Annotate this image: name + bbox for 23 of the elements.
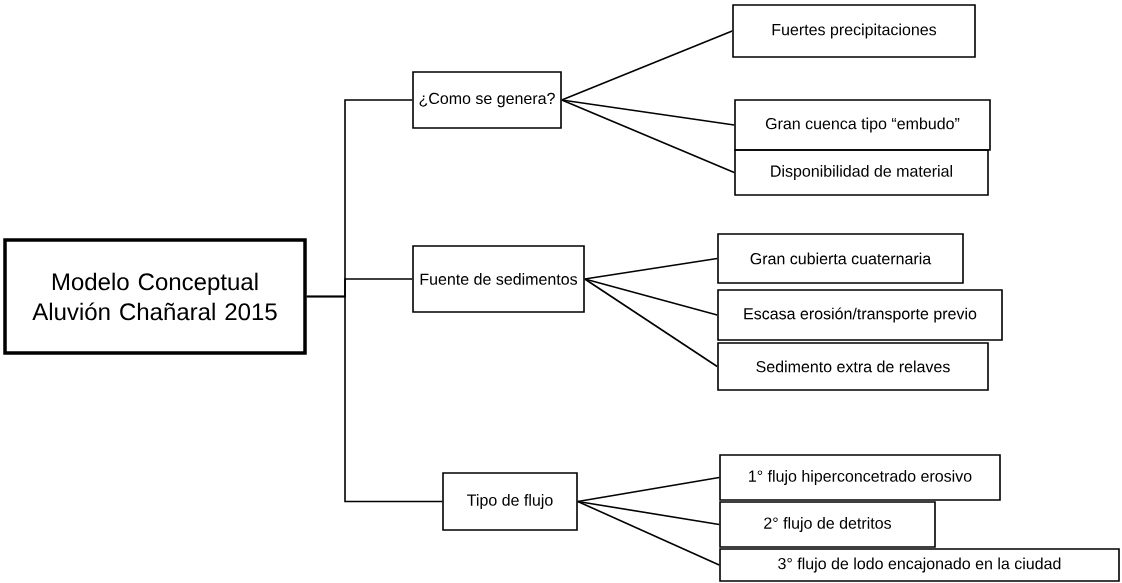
connector-line bbox=[561, 99, 735, 126]
connector-line bbox=[584, 257, 718, 280]
connector-line bbox=[305, 295, 443, 503]
item-box: Disponibilidad de material bbox=[734, 149, 989, 196]
item-box: 2° flujo de detritos bbox=[719, 501, 936, 548]
connector-line bbox=[577, 500, 720, 526]
topic-box: ¿Como se genera? bbox=[412, 71, 562, 129]
item-box: Escasa erosión/transporte previo bbox=[717, 289, 1003, 341]
topic-box: Tipo de flujo bbox=[442, 472, 578, 531]
item-box: Gran cuenca tipo “embudo” bbox=[734, 99, 991, 151]
connector-line bbox=[577, 500, 720, 566]
connector-line bbox=[584, 278, 718, 316]
item-box: 1° flujo hiperconcetrado erosivo bbox=[719, 454, 1001, 501]
connector-line bbox=[561, 99, 735, 174]
item-box: Fuertes precipitaciones bbox=[732, 4, 976, 58]
connector-line bbox=[577, 476, 720, 503]
item-box: 3° flujo de lodo encajonado en la ciudad bbox=[719, 548, 1120, 582]
item-box: Gran cubierta cuaternaria bbox=[717, 233, 964, 284]
connector-line bbox=[561, 30, 733, 101]
item-box: Sedimento extra de relaves bbox=[717, 342, 989, 391]
connector-line bbox=[584, 278, 718, 368]
title-box: Modelo Conceptual Aluvión Chañaral 2015 bbox=[3, 238, 307, 355]
topic-box: Fuente de sedimentos bbox=[412, 245, 585, 313]
